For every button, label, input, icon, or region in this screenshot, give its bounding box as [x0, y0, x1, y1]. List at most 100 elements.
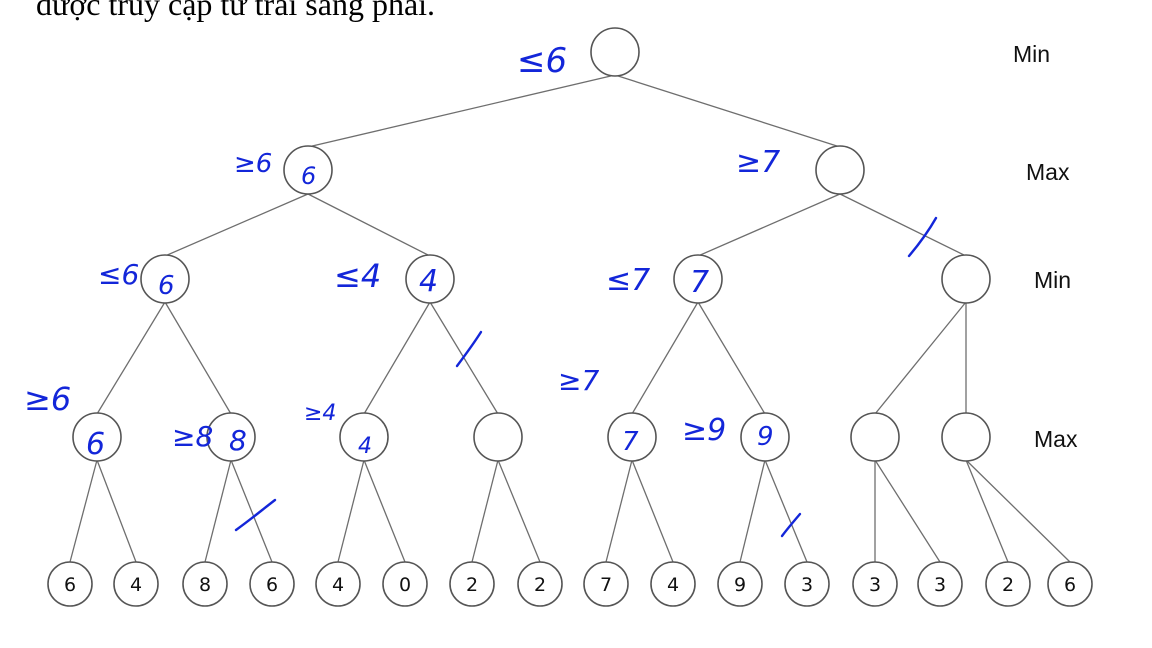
leaf-node: 2: [517, 561, 563, 607]
leaf-nodes: 6 4 8 6 4 0 2 2 7 4 9 3 3 3 2 6: [47, 561, 1093, 607]
ink-l3c-bound: ≥4: [304, 401, 336, 426]
edge: [739, 459, 766, 563]
leaf-node: 4: [650, 561, 696, 607]
prune-mark: [455, 330, 483, 368]
ink-l3f-bound: ≥9: [682, 413, 726, 448]
leaf-value: 4: [130, 574, 142, 596]
node-l1-max-a: [283, 145, 333, 195]
leaf-node: 4: [315, 561, 361, 607]
edge: [337, 459, 365, 563]
edge: [471, 459, 499, 563]
edge: [874, 459, 941, 563]
node-l3-max-d: [473, 412, 523, 462]
ink-l2c-bound: ≤7: [606, 263, 650, 298]
edge: [839, 193, 967, 257]
leaf-node: 2: [985, 561, 1031, 607]
edge: [697, 301, 766, 415]
handwritten-annotations: ≤6 ≥6 6 ≥7 ≤6 6 ≤4 4 ≤7 7 ≥6 6 ≥8 8 ≥4 4…: [24, 41, 938, 538]
ink-l3b-bound: ≥8: [172, 420, 213, 453]
node-l1-max-b: [815, 145, 865, 195]
edge: [605, 459, 633, 563]
edge: [697, 193, 841, 257]
prune-mark: [780, 512, 802, 538]
ink-l3e-bound: ≥7: [558, 364, 599, 397]
edge: [96, 459, 137, 563]
prune-mark: [907, 216, 938, 258]
edge: [497, 459, 541, 563]
tree-edges: [69, 74, 1071, 563]
ink-l3a-value: 6: [86, 427, 105, 462]
ink-l1a-bound: ≥6: [234, 149, 272, 179]
leaf-node: 6: [249, 561, 295, 607]
edge: [363, 301, 431, 415]
leaf-node: 6: [1047, 561, 1093, 607]
edge: [307, 193, 431, 257]
ink-l2c-value: 7: [690, 265, 709, 300]
edge: [631, 301, 699, 415]
leaf-node: 2: [449, 561, 495, 607]
leaf-value: 2: [534, 574, 546, 596]
leaf-value: 3: [801, 574, 813, 596]
edge: [965, 459, 1071, 563]
node-root-min: [590, 27, 640, 77]
ink-l2a-value: 6: [158, 271, 175, 301]
edge: [204, 459, 232, 563]
edge: [631, 459, 674, 563]
ink-l2a-bound: ≤6: [98, 258, 139, 291]
node-l2-min-a: [140, 254, 190, 304]
edge: [764, 459, 808, 563]
node-l2-min-b: [405, 254, 455, 304]
node-l3-max-a: [72, 412, 122, 462]
ink-l1b-bound: ≥7: [736, 145, 780, 180]
ink-l3a-bound: ≥6: [24, 380, 71, 418]
level-label-max: Max: [1034, 426, 1078, 452]
node-l3-max-f: [740, 412, 790, 462]
node-l2-min-d: [941, 254, 991, 304]
edge: [69, 459, 98, 563]
level-labels: Min Max Min Max: [1013, 41, 1078, 452]
leaf-value: 0: [399, 574, 411, 596]
leaf-node: 9: [717, 561, 763, 607]
node-l3-max-e: [607, 412, 657, 462]
leaf-value: 2: [466, 574, 478, 596]
ink-root-bound: ≤6: [517, 41, 567, 81]
edge: [164, 301, 232, 415]
edge: [874, 301, 967, 415]
node-l3-max-b: [206, 412, 256, 462]
edge: [230, 459, 273, 563]
level-label-max: Max: [1026, 159, 1070, 185]
leaf-value: 6: [266, 574, 278, 596]
leaf-value: 3: [869, 574, 881, 596]
edge: [307, 74, 616, 148]
edge: [164, 193, 309, 257]
tree-nodes: [72, 27, 991, 462]
edge: [363, 459, 406, 563]
ink-l3f-value: 9: [757, 422, 774, 452]
ink-l2b-bound: ≤4: [334, 257, 381, 295]
leaf-node: 7: [583, 561, 629, 607]
leaf-value: 6: [1064, 574, 1076, 596]
leaf-value: 7: [600, 574, 612, 596]
edge: [614, 74, 841, 148]
leaf-value: 4: [332, 574, 344, 596]
leaf-node: 0: [382, 561, 428, 607]
edge: [96, 301, 166, 415]
ink-l3b-value: 8: [229, 424, 247, 457]
node-l3-max-g: [850, 412, 900, 462]
ink-l3c-value: 4: [358, 434, 372, 459]
level-label-min: Min: [1013, 41, 1050, 67]
leaf-node: 4: [113, 561, 159, 607]
node-l3-max-h: [941, 412, 991, 462]
ink-l2b-value: 4: [419, 264, 438, 299]
leaf-value: 6: [64, 574, 76, 596]
leaf-value: 2: [1002, 574, 1014, 596]
caption-text: được truy cập từ trái sang phải.: [36, 0, 436, 22]
level-label-min: Min: [1034, 267, 1071, 293]
leaf-node: 6: [47, 561, 93, 607]
ink-l3e-value: 7: [622, 427, 639, 457]
leaf-value: 8: [199, 574, 211, 596]
leaf-node: 3: [917, 561, 963, 607]
node-l3-max-c: [339, 412, 389, 462]
node-l2-min-c: [673, 254, 723, 304]
leaf-value: 9: [734, 574, 746, 596]
